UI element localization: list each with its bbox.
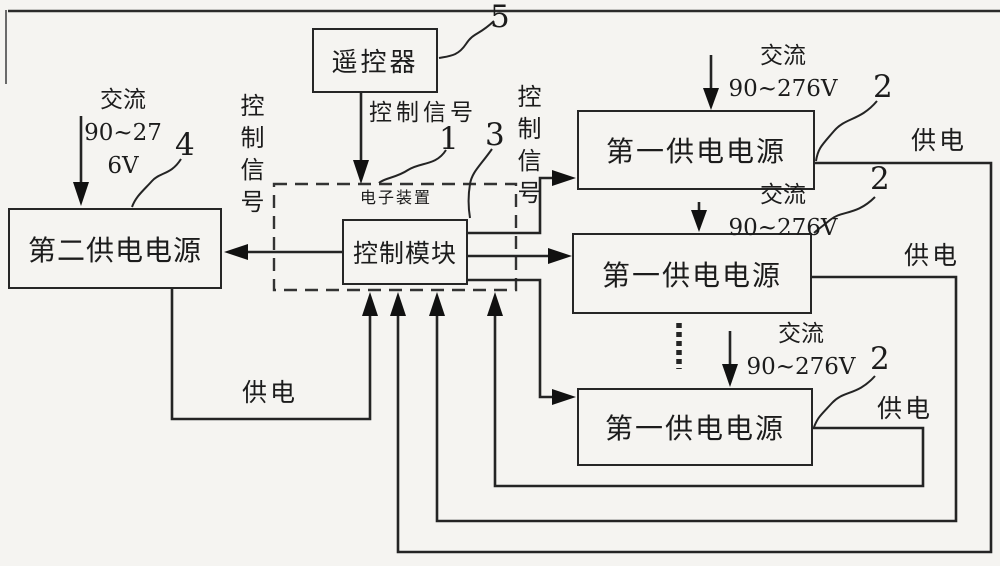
reference-leader-lines	[131, 20, 878, 428]
supply-label-second: 供电	[242, 378, 299, 407]
supply-label-3: 供电	[877, 394, 934, 423]
supply-label-2: 供电	[904, 241, 961, 270]
control-module-box: 控制模块	[342, 219, 468, 285]
supply-label-1: 供电	[911, 126, 968, 155]
arrow-control-to-supply-1	[468, 170, 576, 235]
arrow-ac-input-2	[691, 202, 707, 232]
ref-number-3-control-module: 3	[485, 117, 505, 153]
ac-text: 交流	[760, 43, 806, 69]
arrow-control-to-supply-2	[468, 248, 572, 264]
ac-input-label-2: 交流 90~276V	[722, 179, 844, 245]
ac-text: 交流	[100, 87, 146, 113]
control-signal-label-left-vertical: 控制信号	[236, 93, 264, 221]
leader-1	[378, 149, 447, 184]
first-power-supply-label-3: 第一供电电源	[604, 412, 785, 445]
first-power-supply-label-2: 第一供电电源	[601, 258, 782, 292]
ac-input-label-1: 交流 90~276V	[722, 40, 844, 106]
ref-number-4-second-supply: 4	[175, 127, 195, 163]
supply-loop-first-supply-1	[390, 161, 993, 554]
arrow-control-to-second-supply	[224, 244, 342, 260]
leader-3	[467, 148, 493, 219]
first-power-supply-box-1: 第一供电电源	[577, 110, 815, 190]
ref-number-2-first-supply-2: 2	[870, 161, 890, 197]
ac-range-text: 90~276V	[746, 354, 856, 380]
supply-loop-first-supply-2	[429, 275, 958, 523]
first-power-supply-box-3: 第一供电电源	[577, 388, 813, 466]
ac-range-text-line1: 90~27	[84, 120, 162, 146]
ac-input-label-left: 交流 90~27 6V	[84, 84, 162, 183]
ref-number-2-first-supply-3: 2	[870, 341, 890, 377]
scan-border	[5, 9, 1000, 84]
arrow-remote-to-device	[353, 93, 369, 184]
remote-control-box: 遥控器	[312, 28, 438, 93]
ref-number-1-electronic-device: 1	[439, 121, 459, 157]
control-signal-label-right-vertical: 控制信号	[513, 84, 541, 212]
control-signal-label-top: 控制信号	[369, 100, 477, 126]
ac-input-label-3: 交流 90~276V	[740, 318, 862, 384]
leader-5	[438, 20, 495, 59]
ac-range-text-line2: 6V	[107, 153, 139, 179]
arrow-ac-input-3	[722, 331, 738, 387]
arrow-control-to-supply-3	[468, 278, 576, 405]
ac-text: 交流	[778, 321, 824, 347]
ac-text: 交流	[760, 182, 806, 208]
first-power-supply-box-2: 第一供电电源	[572, 233, 812, 314]
ref-number-2-first-supply-1: 2	[873, 69, 893, 105]
supply-loop-second-supply	[170, 289, 378, 421]
arrow-ac-input-1	[703, 55, 719, 110]
control-module-label: 控制模块	[352, 239, 457, 268]
ac-range-text: 90~276V	[728, 76, 838, 102]
ref-number-5-remote: 5	[490, 0, 510, 35]
supply-loop-first-supply-3	[487, 292, 925, 488]
arrow-ac-left-input	[73, 116, 89, 206]
second-power-supply-label: 第二供电电源	[27, 233, 202, 267]
leader-2c	[813, 375, 876, 428]
electronic-device-dashed-box	[272, 182, 518, 292]
first-power-supply-label-1: 第一供电电源	[605, 135, 786, 168]
leader-2b	[813, 196, 876, 234]
ac-range-text: 90~276V	[728, 215, 838, 241]
remote-control-label: 遥控器	[331, 48, 419, 78]
electronic-device-label: 电子装置	[360, 188, 433, 207]
leader-2a	[815, 100, 878, 162]
leader-4	[131, 158, 182, 208]
second-power-supply-box: 第二供电电源	[8, 208, 222, 289]
